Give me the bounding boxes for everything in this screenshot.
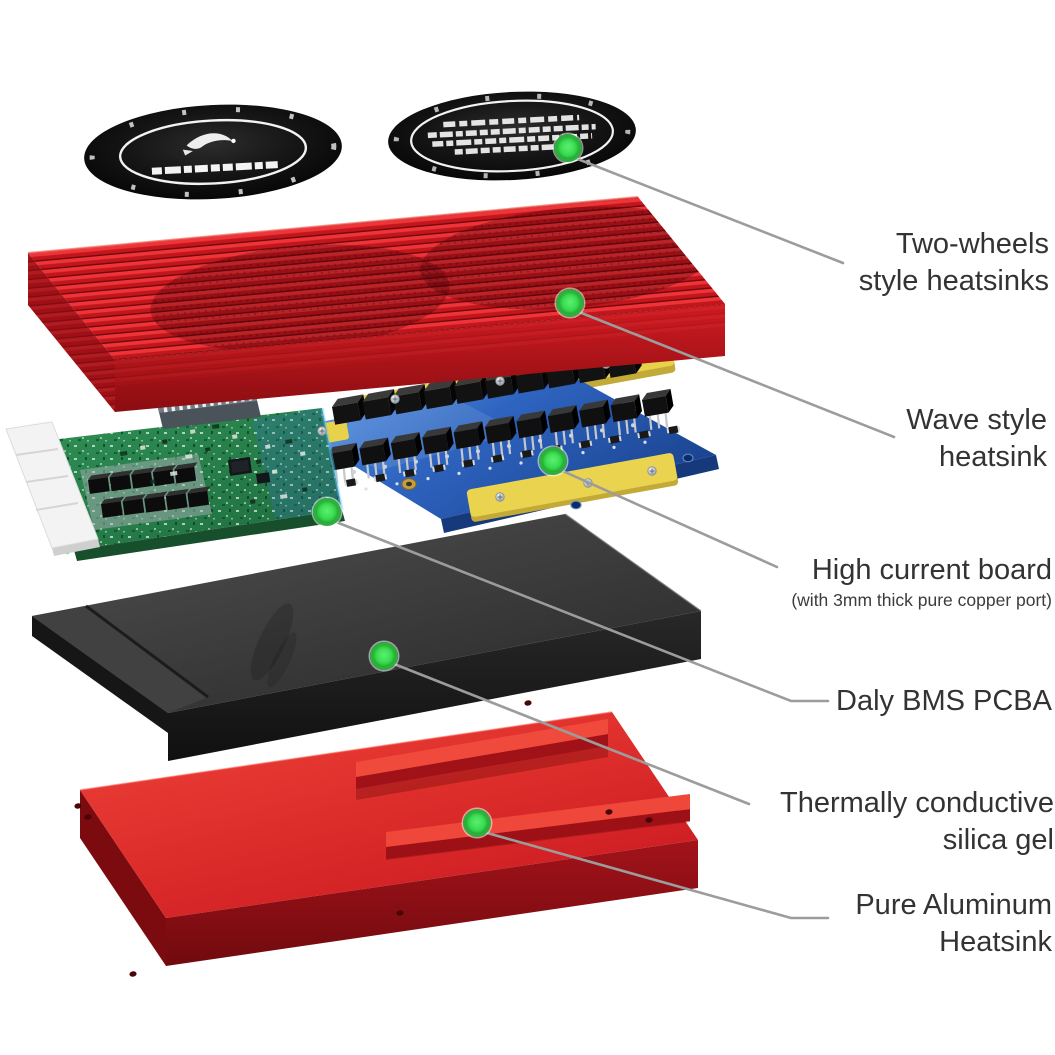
brand-logo <box>151 133 278 175</box>
wheel-heatsink-right <box>388 91 636 181</box>
callout-line: Two-wheels <box>895 228 1049 260</box>
leader-two-wheels <box>568 154 845 265</box>
leader-aluminum <box>478 829 830 920</box>
brass-grommet <box>401 478 417 490</box>
aluminum-heatsink-plate <box>74 700 698 977</box>
marker-icon-high-current <box>539 447 567 475</box>
callout-line: High current board <box>811 554 1052 586</box>
smd-capacitor-row <box>344 425 681 487</box>
callout-line: style heatsinks <box>858 265 1049 297</box>
callout-line: Daly BMS PCBA <box>836 685 1052 717</box>
leader-silica <box>387 660 751 806</box>
marker-icon-aluminum <box>463 809 491 837</box>
copper-port-front <box>466 453 679 522</box>
callout-line: Pure Aluminum <box>855 889 1052 921</box>
callout-subline: (with 3mm thick pure copper port) <box>791 590 1052 610</box>
callout-line: Thermally conductive <box>780 787 1054 819</box>
callout-line: silica gel <box>942 824 1054 856</box>
marker-icon-two-wheels <box>554 134 582 162</box>
wire-connector <box>5 420 100 556</box>
pcb-components <box>120 424 308 504</box>
wheel-heatsink-left <box>84 104 342 200</box>
bms-pcba-board <box>5 359 657 561</box>
marker-icon-wave <box>556 289 584 317</box>
marker-icon-silica <box>370 642 398 670</box>
callout-aluminum-heatsink: Pure Aluminum Heatsink <box>855 887 1052 961</box>
callout-line: Wave style <box>906 404 1047 436</box>
silica-gel-pad <box>32 513 702 761</box>
callout-high-current-board: High current board (with 3mm thick pure … <box>791 552 1052 611</box>
leader-daly <box>329 518 830 703</box>
callout-two-wheels-heatsinks: Two-wheels style heatsinks <box>859 226 1049 300</box>
marker-icon-daly <box>313 498 341 526</box>
callout-line: heatsink <box>938 441 1047 473</box>
callout-line: Heatsink <box>939 926 1052 958</box>
leader-high-current <box>554 466 779 569</box>
mosfet-row-mid <box>328 388 674 484</box>
callout-silica-gel: Thermally conductive silica gel <box>780 785 1054 859</box>
wave-heatsink <box>27 196 725 412</box>
ic-chip <box>255 472 271 484</box>
wheel-mount-recesses <box>150 206 716 352</box>
callout-wave-heatsink: Wave style heatsink <box>906 402 1047 476</box>
callout-daly-bms-pcba: Daly BMS PCBA <box>836 683 1052 720</box>
mcu-chip <box>228 456 253 476</box>
leader-lines <box>329 154 896 920</box>
pcb-mosfet-cluster <box>88 462 211 518</box>
leader-wave <box>572 308 896 439</box>
